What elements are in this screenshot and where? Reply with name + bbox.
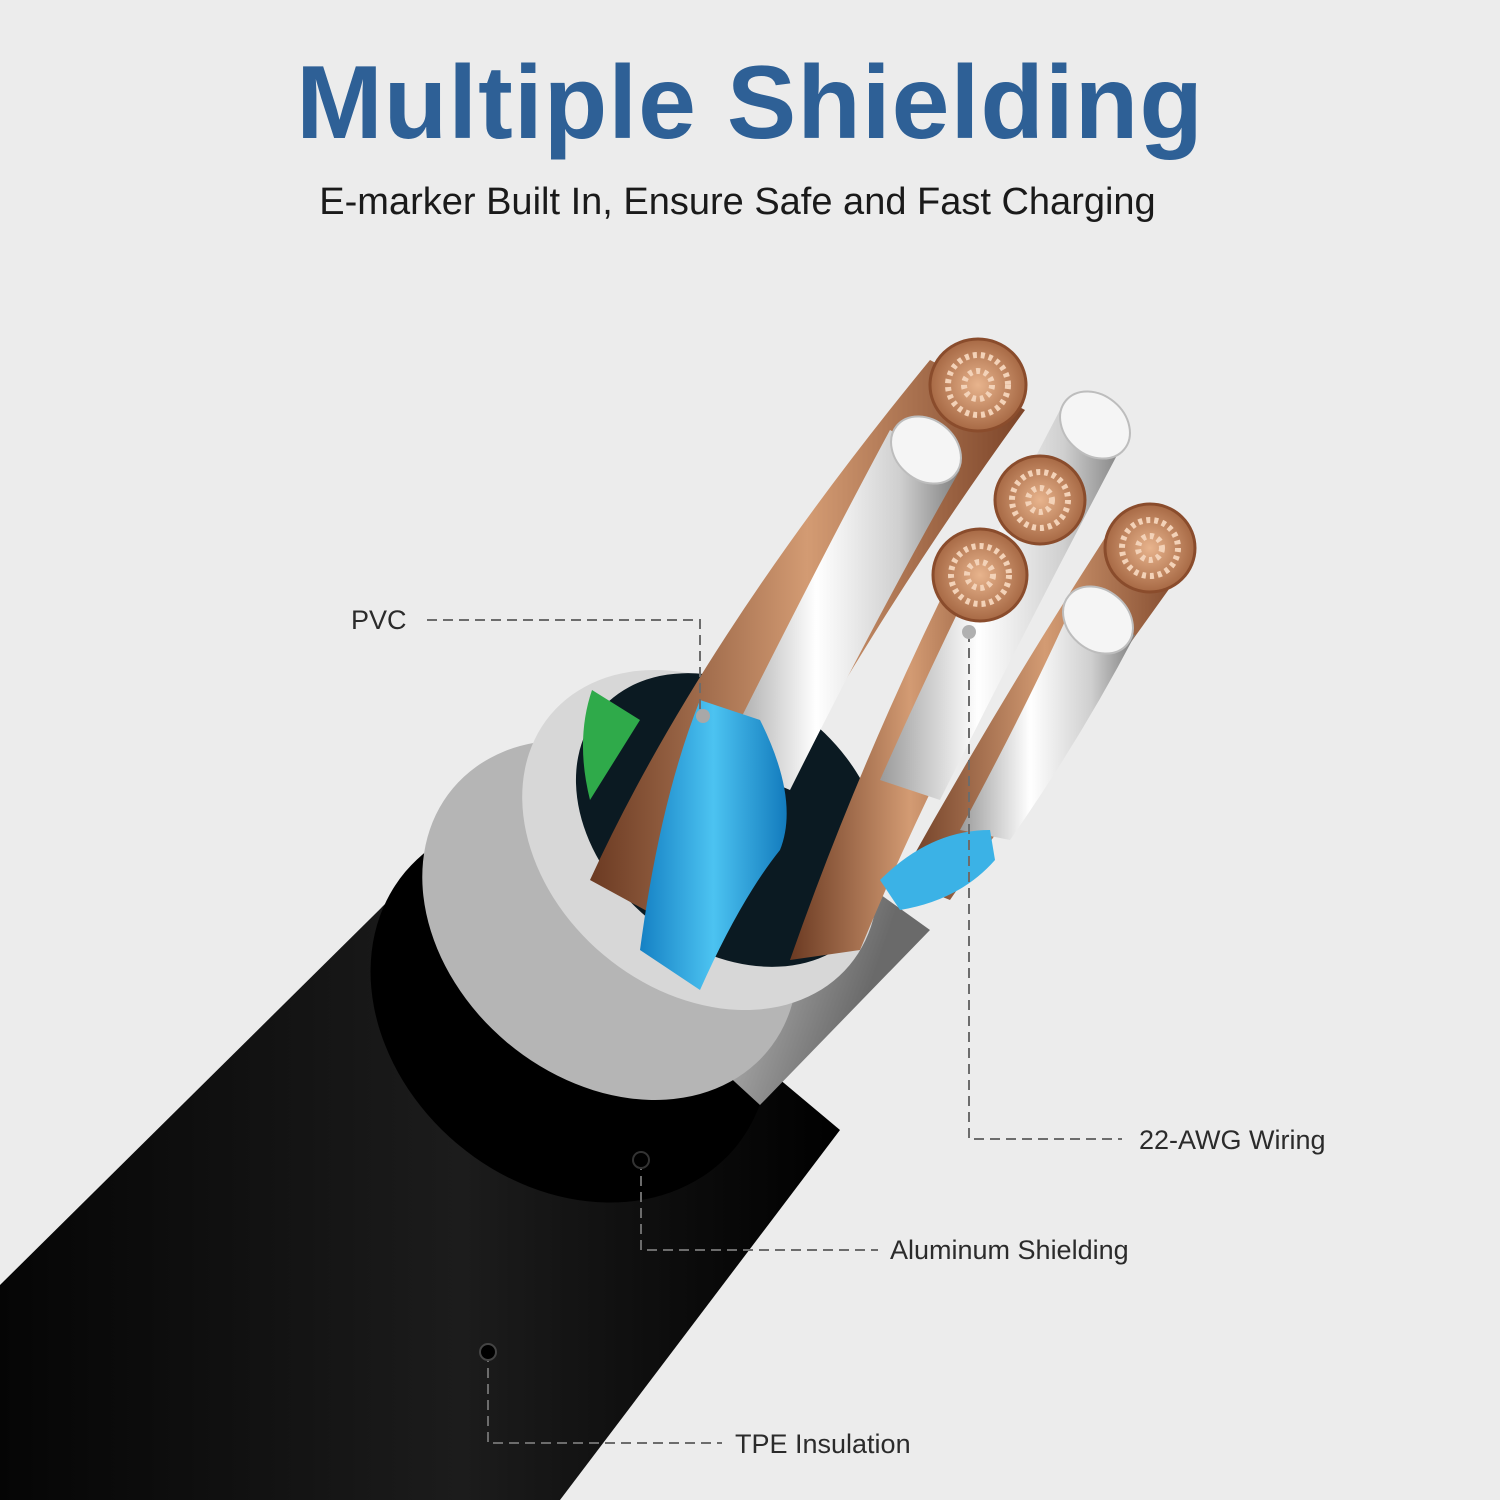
pvc-marker-dot bbox=[696, 709, 710, 723]
conductor-ends bbox=[890, 337, 1197, 655]
aluminum-leader-line bbox=[640, 1160, 878, 1251]
callout-leaders bbox=[427, 619, 1122, 1444]
pvc-leader-line bbox=[427, 619, 701, 715]
pvc-label: PVC bbox=[351, 605, 407, 635]
page-subtitle: E-marker Built In, Ensure Safe and Fast … bbox=[319, 181, 1156, 223]
conductor-bundle bbox=[590, 360, 1190, 990]
tpe-leader-line bbox=[487, 1352, 722, 1444]
page-title: Multiple Shielding bbox=[296, 45, 1204, 161]
aluminum-label: Aluminum Shielding bbox=[890, 1235, 1129, 1265]
tpe-label: TPE Insulation bbox=[735, 1429, 911, 1459]
wiring-marker-dot bbox=[962, 625, 976, 639]
aluminum-marker-dot bbox=[632, 1151, 650, 1169]
wiring-label: 22-AWG Wiring bbox=[1139, 1125, 1326, 1155]
tpe-marker-dot bbox=[479, 1343, 497, 1361]
wiring-leader-line bbox=[968, 632, 1122, 1140]
